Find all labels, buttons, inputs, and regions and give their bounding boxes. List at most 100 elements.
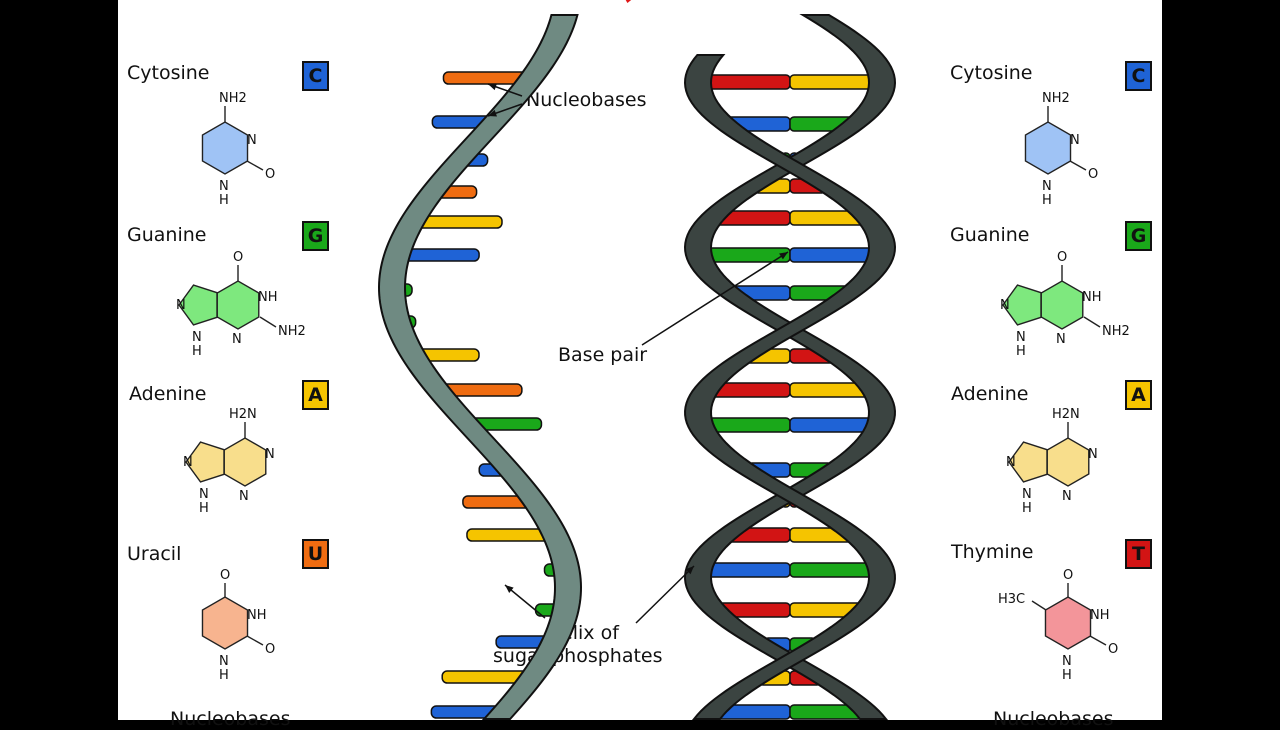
left-cytosine-structure-obond: [246, 160, 264, 171]
right-thymine-structure-mbond: [1031, 600, 1047, 611]
left-guanine-structure-n7: N: [176, 298, 186, 313]
right-adenine-structure-h2n: H2N: [1052, 407, 1080, 422]
rna-backbone: [378, 14, 582, 720]
right-cytosine-structure-n1: N: [1042, 179, 1052, 194]
right-thymine-structure-n1: N: [1062, 654, 1072, 669]
right-cytosine-structure-ring: [1024, 121, 1072, 175]
right-guanine-structure-n9: N: [1016, 330, 1026, 345]
right-guanine-structure-n3: N: [1056, 332, 1066, 347]
right-guanine-structure-nh: NH: [1082, 290, 1102, 305]
right-guanine-label: Guanine: [950, 224, 1030, 246]
right-cytosine-structure-h: H: [1042, 193, 1052, 208]
left-cytosine-structure-ring: [201, 121, 249, 175]
left-uracil-structure-h: H: [219, 668, 229, 683]
right-guanine-structure-ring6: [1040, 280, 1084, 330]
left-cytosine-label: Cytosine: [127, 62, 210, 84]
white-panel: [118, 0, 1162, 720]
nucleobases-annotation: Nucleobases: [526, 89, 647, 111]
left-uracil-structure-ring: [201, 596, 249, 650]
left-guanine-structure-n9: N: [192, 330, 202, 345]
left-uracil-badge: U: [302, 539, 329, 569]
arrow-base-pair: [641, 251, 789, 346]
arrow-helix-dna-head: [685, 566, 694, 575]
left-uracil-structure-n1: N: [219, 654, 229, 669]
left-guanine-structure-ring6: [216, 280, 260, 330]
right-thymine-structure-h: H: [1062, 668, 1072, 683]
left-guanine-badge: G: [302, 221, 329, 251]
right-thymine-structure-ring: [1044, 596, 1092, 650]
left-guanine-structure-nh2: NH2: [278, 324, 306, 339]
left-guanine-structure-o: O: [233, 250, 243, 265]
left-adenine-structure-ring5: [185, 441, 225, 483]
arrow-helix-rna: [504, 584, 546, 619]
arrow-nucleobases-1-head: [488, 83, 497, 91]
left-uracil-structure-obond: [246, 635, 264, 646]
right-thymine-label: Thymine: [951, 541, 1034, 563]
right-guanine-structure-h9: H: [1016, 344, 1026, 359]
left-cytosine-structure-h: H: [219, 193, 229, 208]
left-adenine-structure-h2n: H2N: [229, 407, 257, 422]
base-pair-annotation: Base pair: [558, 344, 648, 366]
arrow-nucleobases-2-head: [488, 109, 497, 117]
right-guanine-structure-nh2: NH2: [1102, 324, 1130, 339]
right-adenine-structure-n3: N: [1062, 489, 1072, 504]
left-adenine-badge: A: [302, 380, 329, 410]
left-adenine-structure-ring6: [223, 437, 267, 487]
arrow-helix-rna-head: [505, 585, 514, 593]
left-uracil-structure-nh: NH: [247, 608, 267, 623]
right-adenine-structure-n9: N: [1022, 487, 1032, 502]
right-guanine-structure-o: O: [1057, 250, 1067, 265]
left-cytosine-badge: C: [302, 61, 329, 91]
right-thymine-badge: T: [1125, 539, 1152, 569]
left-adenine-structure-n7: N: [183, 455, 193, 470]
right-thymine-structure-obond: [1089, 635, 1107, 646]
right-cytosine-structure-o: O: [1088, 167, 1098, 182]
right-thymine-structure-h3c: H3C: [998, 592, 1025, 607]
right-cytosine-structure-n: N: [1070, 133, 1080, 148]
left-guanine-structure-h9: H: [192, 344, 202, 359]
arrow-base-pair-head: [779, 252, 788, 260]
right-cytosine-structure-nh2: NH2: [1042, 91, 1070, 106]
right-guanine-structure-n7: N: [1000, 298, 1010, 313]
left-adenine-label: Adenine: [129, 383, 207, 405]
left-adenine-structure-n3: N: [239, 489, 249, 504]
arrow-helix-dna: [635, 565, 695, 624]
left-cytosine-structure-nh2: NH2: [219, 91, 247, 106]
left-guanine-structure-nh: NH: [258, 290, 278, 305]
right-adenine-structure-ring6: [1046, 437, 1090, 487]
left-guanine-structure-ring5: [178, 284, 218, 326]
right-cytosine-structure-obond: [1069, 160, 1087, 171]
left-cytosine-structure-o: O: [265, 167, 275, 182]
right-thymine-structure-otop: O: [1063, 568, 1073, 583]
left-adenine-structure-h9: H: [199, 501, 209, 516]
left-adenine-structure-n1: N: [265, 447, 275, 462]
right-guanine-structure-ring5: [1002, 284, 1042, 326]
left-uracil-structure: O NH NH O: [201, 568, 275, 683]
right-guanine-badge: G: [1125, 221, 1152, 251]
right-adenine-structure-n1: N: [1088, 447, 1098, 462]
left-uracil-structure-otop: O: [220, 568, 230, 583]
left-uracil-label: Uracil: [127, 543, 182, 565]
left-guanine-structure-n3: N: [232, 332, 242, 347]
left-guanine-label: Guanine: [127, 224, 207, 246]
left-uracil-structure-o: O: [265, 642, 275, 657]
left-cytosine-structure-n: N: [247, 133, 257, 148]
left-adenine-structure-n9: N: [199, 487, 209, 502]
right-adenine-structure-h9: H: [1022, 501, 1032, 516]
right-thymine-structure-nh: NH: [1090, 608, 1110, 623]
right-guanine-structure-nbond: [1083, 316, 1101, 328]
dna-backbone-1: [684, 14, 896, 720]
left-cytosine-structure-n1: N: [219, 179, 229, 194]
right-adenine-structure-ring5: [1008, 441, 1048, 483]
right-adenine-badge: A: [1125, 380, 1152, 410]
right-adenine-structure-n7: N: [1006, 455, 1016, 470]
right-cytosine-label: Cytosine: [950, 62, 1033, 84]
